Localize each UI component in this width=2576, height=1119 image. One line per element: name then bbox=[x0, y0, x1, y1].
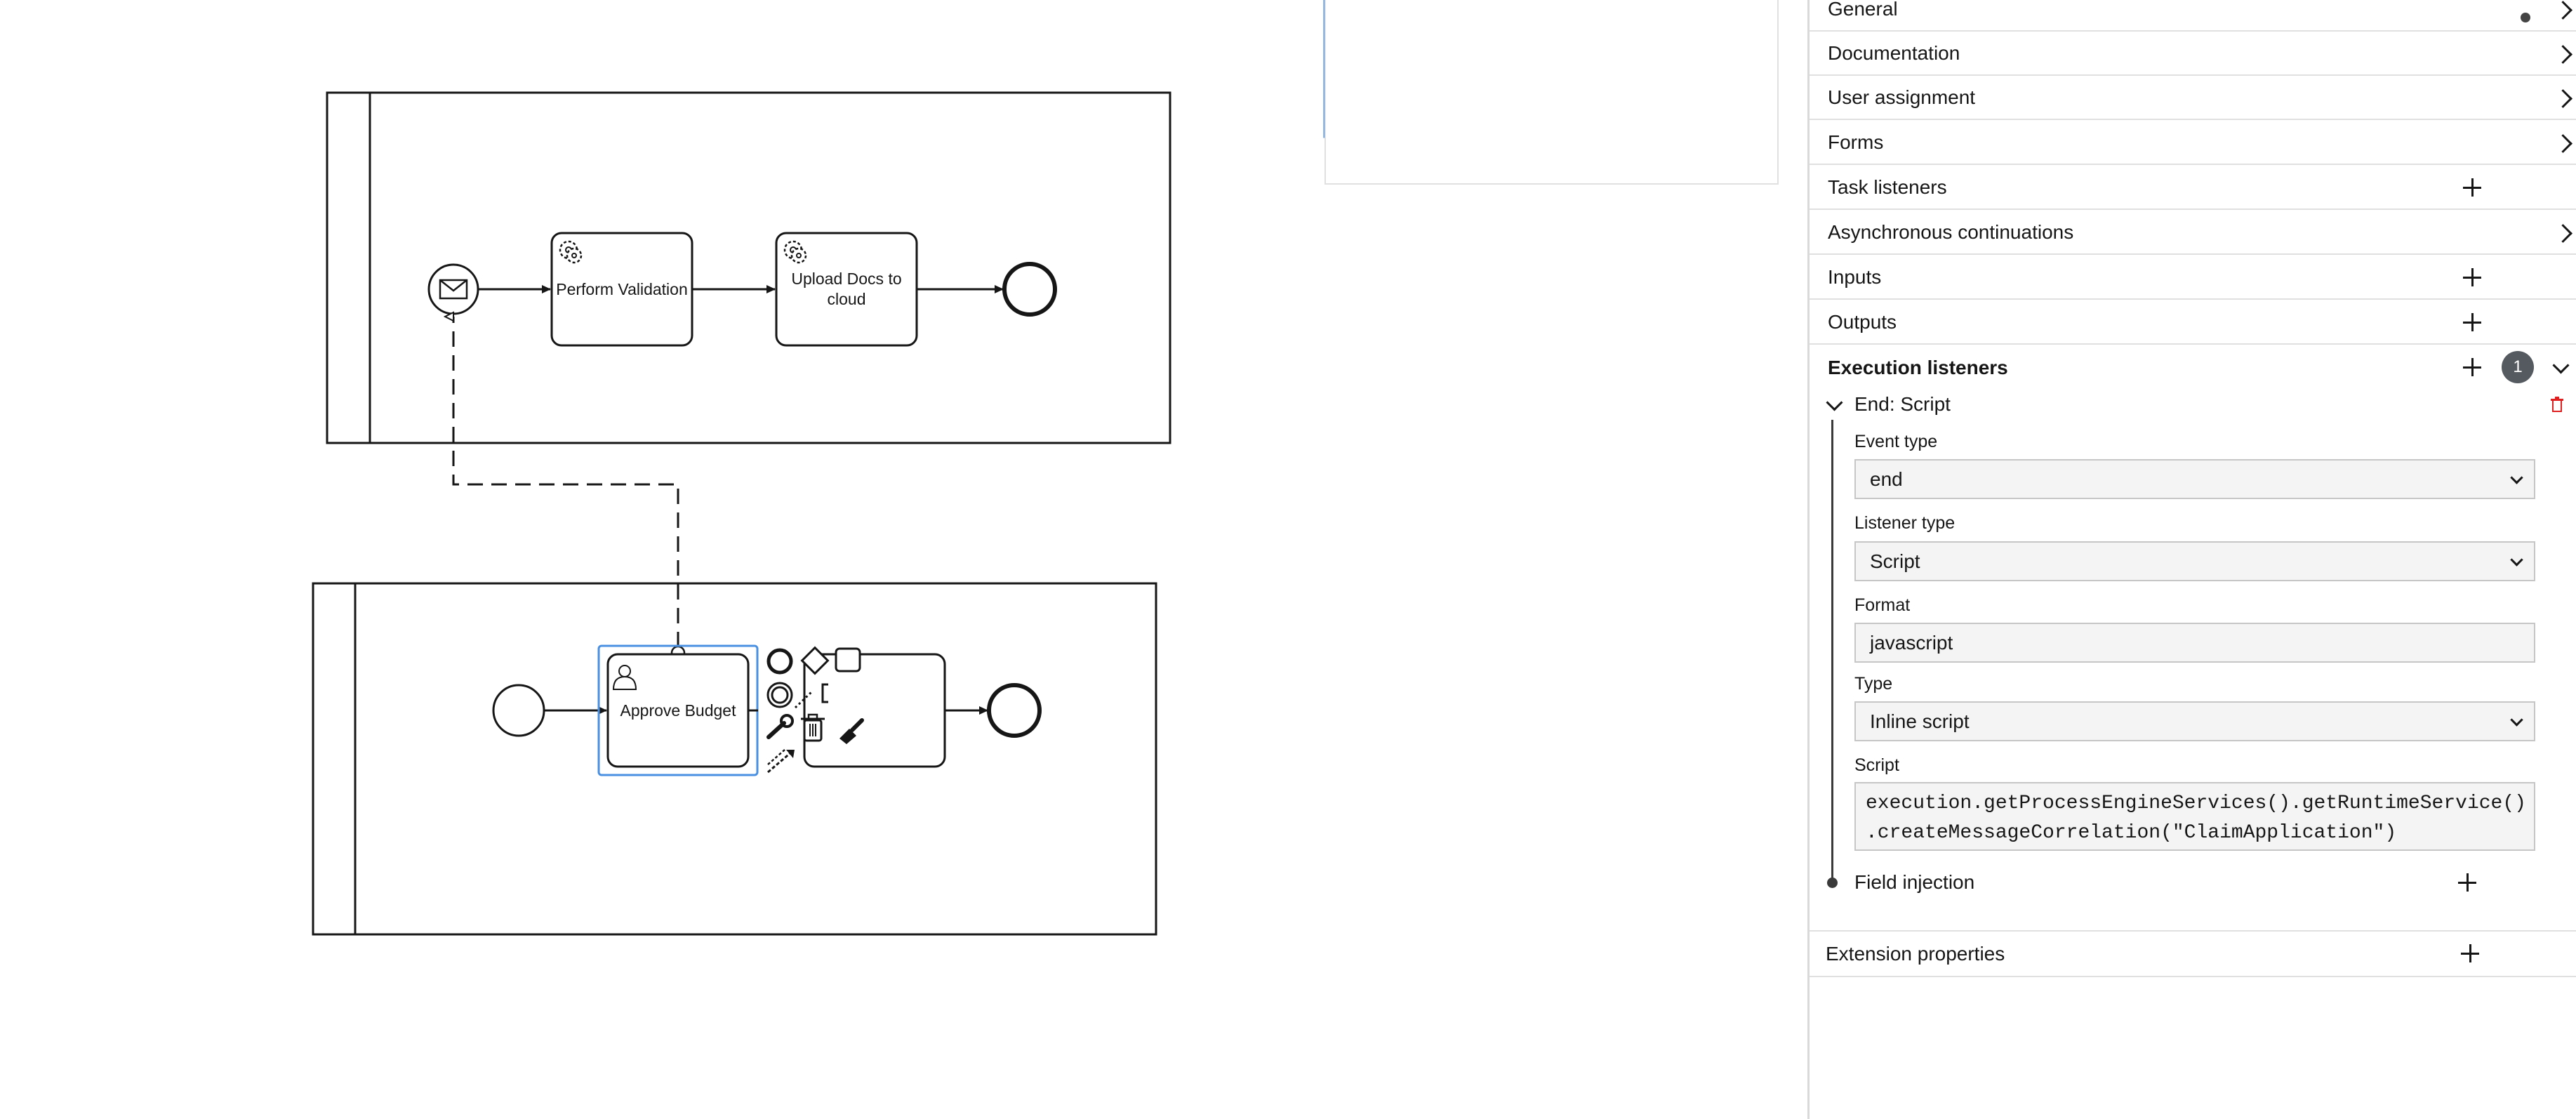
event-type-select[interactable]: end bbox=[1854, 459, 2535, 499]
group-title: Outputs bbox=[1828, 310, 1897, 333]
user-task-icon bbox=[612, 665, 637, 690]
message-start-event[interactable] bbox=[427, 263, 479, 315]
task-perform-validation[interactable] bbox=[550, 232, 693, 347]
chevron-down-icon bbox=[2510, 713, 2523, 727]
append-intermediate-event-icon[interactable] bbox=[766, 682, 793, 708]
group-inputs[interactable]: Inputs bbox=[1810, 256, 2576, 300]
diagram-svg bbox=[312, 0, 1646, 936]
add-listener-icon[interactable] bbox=[2463, 358, 2481, 376]
start-event[interactable] bbox=[492, 684, 545, 737]
changed-dot-icon bbox=[2521, 13, 2530, 22]
script-textarea[interactable]: execution.getProcessEngineServices().get… bbox=[1854, 782, 2535, 851]
group-title: User assignment bbox=[1828, 86, 1976, 108]
script-type-select[interactable]: Inline script bbox=[1854, 701, 2535, 741]
group-forms[interactable]: Forms bbox=[1810, 121, 2576, 165]
type-label: Type bbox=[1854, 674, 1893, 694]
chevron-right-icon[interactable] bbox=[2554, 133, 2572, 153]
add-field-injection-icon[interactable] bbox=[2458, 873, 2476, 892]
minimap[interactable] bbox=[1324, 0, 1779, 185]
group-title: Execution listeners bbox=[1828, 356, 2008, 378]
chevron-right-icon[interactable] bbox=[2554, 0, 2572, 20]
task-label: Upload Docs to cloud bbox=[791, 270, 902, 308]
color-brush-icon[interactable] bbox=[839, 718, 864, 744]
group-title: Extension properties bbox=[1826, 943, 2005, 965]
format-label: Format bbox=[1854, 595, 1911, 615]
group-title: Documentation bbox=[1828, 41, 1960, 64]
group-user-assignment[interactable]: User assignment bbox=[1810, 76, 2576, 120]
end-event[interactable] bbox=[987, 683, 1042, 738]
field-injection-label: Field injection bbox=[1854, 871, 1975, 893]
select-value: Inline script bbox=[1870, 710, 1970, 732]
group-title: General bbox=[1828, 0, 1898, 20]
task-label: Perform Validation bbox=[556, 279, 688, 298]
listener-type-select[interactable]: Script bbox=[1854, 541, 2535, 581]
chevron-right-icon[interactable] bbox=[2554, 44, 2572, 64]
group-documentation[interactable]: Documentation bbox=[1810, 32, 2576, 76]
delete-listener-icon[interactable] bbox=[2551, 397, 2563, 412]
end-event[interactable] bbox=[1002, 262, 1057, 317]
add-icon[interactable] bbox=[2463, 313, 2481, 331]
wrench-icon[interactable] bbox=[766, 714, 794, 739]
group-general[interactable]: General bbox=[1810, 0, 2576, 32]
count-badge: 1 bbox=[2502, 351, 2534, 383]
group-title: Inputs bbox=[1828, 265, 1882, 288]
add-icon[interactable] bbox=[2463, 178, 2481, 197]
connect-icon[interactable] bbox=[767, 749, 795, 774]
append-gateway-icon[interactable] bbox=[800, 646, 830, 675]
trash-icon[interactable] bbox=[801, 713, 825, 742]
script-label: Script bbox=[1854, 755, 1899, 775]
append-task-icon[interactable] bbox=[835, 647, 861, 673]
divider bbox=[1810, 930, 2576, 932]
chevron-right-icon[interactable] bbox=[2554, 88, 2572, 108]
select-value: Script bbox=[1870, 550, 1920, 572]
group-extension-properties[interactable]: Extension properties bbox=[1810, 932, 2576, 977]
add-icon[interactable] bbox=[2463, 268, 2481, 286]
task-label: Approve Budget bbox=[620, 701, 736, 720]
group-title: Forms bbox=[1828, 131, 1884, 153]
chevron-down-icon bbox=[2510, 471, 2523, 484]
append-end-event-icon[interactable] bbox=[766, 648, 793, 675]
format-input[interactable]: javascript bbox=[1854, 623, 2535, 663]
context-pad[interactable] bbox=[766, 646, 864, 774]
chevron-down-icon bbox=[2510, 553, 2523, 567]
service-task-icon bbox=[783, 240, 807, 264]
group-task-listeners[interactable]: Task listeners bbox=[1810, 166, 2576, 210]
add-icon[interactable] bbox=[2461, 944, 2479, 962]
listener-type-label: Listener type bbox=[1854, 513, 1956, 533]
group-title: Task listeners bbox=[1828, 176, 1947, 198]
listener-tree-line bbox=[1831, 420, 1833, 882]
group-title: Asynchronous continuations bbox=[1828, 220, 2074, 243]
group-outputs[interactable]: Outputs bbox=[1810, 300, 2576, 345]
message-flow[interactable] bbox=[453, 317, 679, 647]
task-upload-docs[interactable] bbox=[775, 232, 918, 347]
bpmn-canvas[interactable]: Perform Validation Upload Docs to cloud … bbox=[0, 0, 1807, 1119]
text-annotation-icon[interactable] bbox=[794, 683, 828, 709]
service-task-icon bbox=[559, 240, 583, 264]
chevron-down-icon[interactable] bbox=[2552, 356, 2570, 374]
event-type-label: Event type bbox=[1854, 432, 1938, 451]
select-value: end bbox=[1870, 468, 1903, 490]
task-unnamed[interactable] bbox=[803, 653, 946, 768]
listener-item-title: End: Script bbox=[1854, 393, 1951, 415]
chevron-right-icon[interactable] bbox=[2554, 223, 2572, 243]
tree-end-dot bbox=[1827, 878, 1838, 888]
group-async-continuations[interactable]: Asynchronous continuations bbox=[1810, 211, 2576, 255]
group-execution-listeners[interactable]: Execution listeners 1 bbox=[1810, 345, 2576, 390]
